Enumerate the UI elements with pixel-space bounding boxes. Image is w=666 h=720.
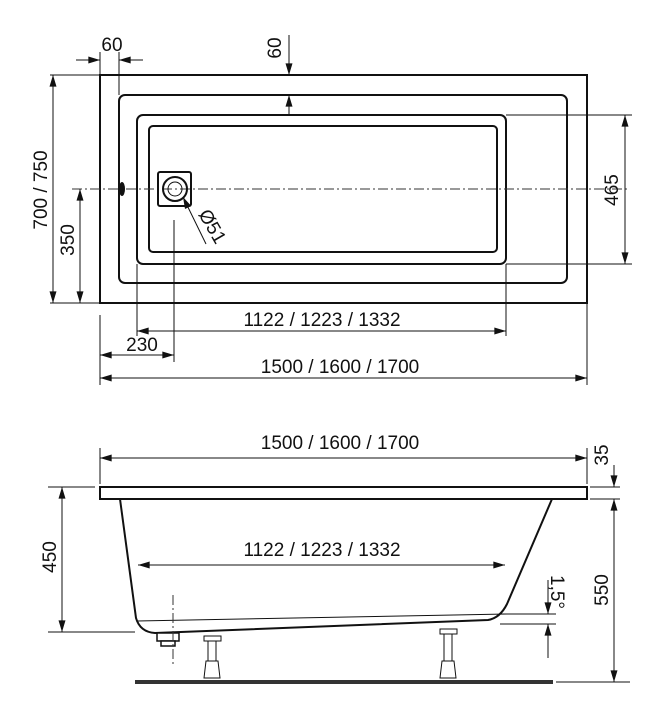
dim-rim-left: 60 bbox=[101, 35, 122, 56]
drain-siphon-icon bbox=[156, 595, 180, 665]
overflow-icon bbox=[119, 182, 125, 196]
dim-depth: 450 bbox=[40, 541, 61, 573]
floor bbox=[135, 680, 553, 684]
dim-width: 700 / 750 bbox=[31, 150, 52, 229]
side-dim-inner-length: 1122 / 1223 / 1332 bbox=[243, 540, 400, 561]
rim-profile bbox=[99, 486, 588, 500]
dim-height: 550 bbox=[592, 574, 613, 606]
dim-drain-offset: 350 bbox=[58, 224, 79, 256]
basin-bottom-line bbox=[136, 613, 508, 622]
dim-inner-length: 1122 / 1223 / 1332 bbox=[243, 310, 400, 331]
body-profile bbox=[119, 498, 553, 635]
side-view: 1500 / 1600 / 1700 35 450 1122 / 1223 / … bbox=[40, 433, 630, 684]
support-leg-icon bbox=[439, 628, 458, 679]
dim-drain-from-edge: 230 bbox=[126, 335, 158, 356]
dim-inner-width: 465 bbox=[602, 174, 623, 206]
dim-rim-thickness: 35 bbox=[592, 444, 613, 465]
drain-icon bbox=[157, 171, 192, 207]
dim-slope: 1,5° bbox=[546, 575, 567, 609]
side-dim-length: 1500 / 1600 / 1700 bbox=[261, 433, 419, 454]
top-view: 60 60 700 / 750 350 465 1122 / 1223 / 13… bbox=[31, 35, 632, 385]
dim-length: 1500 / 1600 / 1700 bbox=[261, 357, 419, 378]
support-leg-icon bbox=[203, 635, 222, 679]
dim-drain-diameter: Ø51 bbox=[194, 206, 230, 248]
dim-rim-top: 60 bbox=[265, 37, 286, 58]
